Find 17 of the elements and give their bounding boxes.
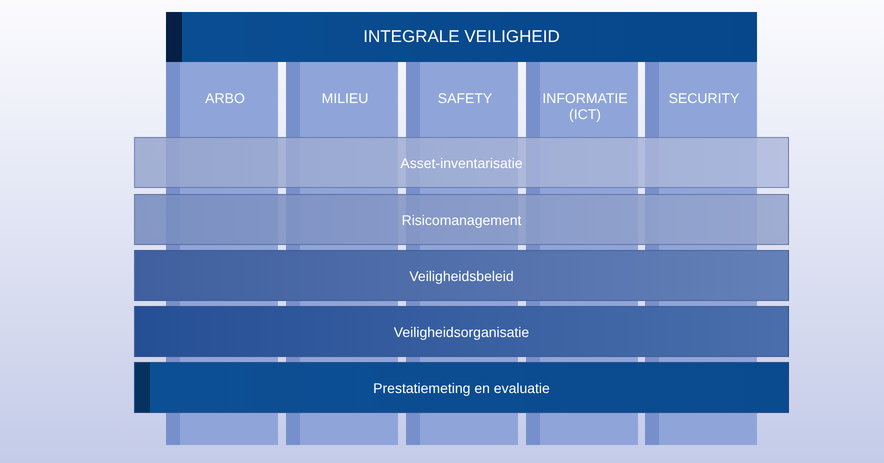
layer-label: Veiligheidsorganisatie bbox=[394, 324, 530, 340]
layer-label: Asset-inventarisatie bbox=[400, 154, 523, 170]
layer-label: Risicomanagement bbox=[402, 212, 522, 228]
layer-label: Prestatiemeting en evaluatie bbox=[373, 380, 550, 396]
header-bar bbox=[166, 12, 757, 62]
layer-band bbox=[134, 137, 789, 188]
pillar-label: SECURITY bbox=[668, 90, 740, 106]
pillar-label: ARBO bbox=[205, 90, 245, 106]
pillar-label: MILIEU bbox=[322, 90, 368, 106]
layer-label: Veiligheidsbeleid bbox=[409, 268, 514, 284]
layer-band bbox=[134, 250, 789, 301]
layer-band bbox=[134, 306, 789, 357]
layer-band bbox=[134, 362, 789, 413]
layer-band bbox=[134, 194, 789, 245]
pillar-label: INFORMATIE (ICT) bbox=[541, 90, 629, 122]
pillar-label: SAFETY bbox=[438, 90, 492, 106]
header-title: INTEGRALE VEILIGHEID bbox=[363, 27, 560, 47]
